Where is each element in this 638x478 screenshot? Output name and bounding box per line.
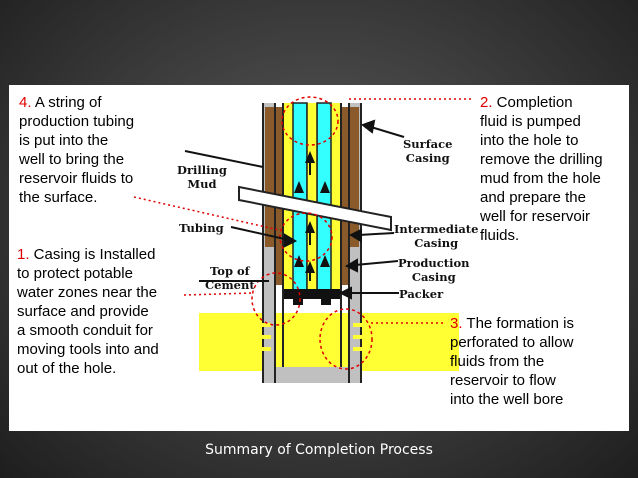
surface-casing-mud-right [349,107,359,247]
step-4-text: A string of production tubing is put int… [19,94,135,206]
step-2-note: 2. Completion fluid is pumped into the h… [480,93,603,245]
surface-casing-mud-left [265,107,275,247]
step-4-note: 4. A string of production tubing is put … [19,93,134,207]
label-surface-casing: Surface Casing [403,137,453,165]
tubing-center [307,103,317,293]
step-2-number: 2. [480,94,493,111]
step-1-note: 1. Casing is Installed to protect potabl… [17,245,159,378]
formation-layer [199,313,459,371]
step-4-number: 4. [19,94,32,111]
wellbore-diagram [133,96,474,383]
step-2-text: Completion fluid is pumped into the hole… [480,94,603,244]
highlight-perforations [319,308,373,370]
tubing-bottom-right [321,293,331,305]
break-band [238,185,392,232]
label-top-of-cement: Top of Cement [205,264,255,292]
flow-arrows [294,151,330,281]
highlight-tubing-top [281,96,339,146]
label-production-casing: Production Casing [398,256,470,284]
slide-panel: 4. A string of production tubing is put … [9,85,629,431]
step-3-note: 3. The formation is perforated to allow … [450,314,574,409]
label-drilling-mud: Drilling Mud [177,163,227,191]
step-1-text: Casing is Installed to protect potable w… [17,246,159,377]
slide-caption: Summary of Completion Process [205,442,433,458]
packer [284,289,340,299]
label-intermediate-casing: Intermediate Casing [394,222,479,250]
intermediate-casing-mud-right [341,107,349,285]
annulus-fluid-right [331,103,340,289]
step-3-text: The formation is perforated to allow flu… [450,315,574,408]
step-1-number: 1. [17,246,30,263]
tubing-bottom-left [293,293,303,305]
step-3-number: 3. [450,315,463,332]
well-bottom [275,367,349,383]
label-tubing: Tubing [179,221,224,235]
highlight-cement [251,272,301,326]
perforations [257,323,367,351]
label-packer: Packer [399,287,444,301]
